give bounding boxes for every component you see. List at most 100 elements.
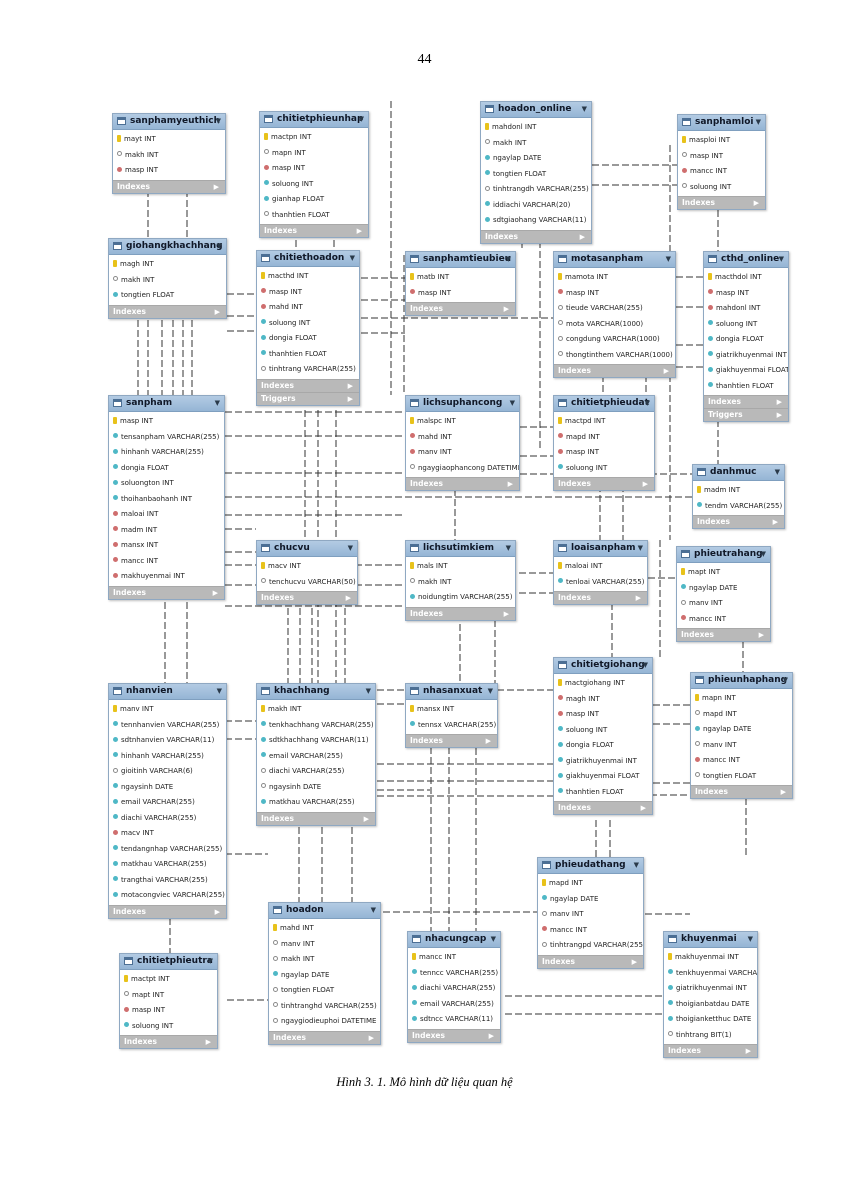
table-header[interactable]: sanphamyeuthich▼ bbox=[113, 114, 225, 130]
section-triggers[interactable]: Triggers▶ bbox=[704, 408, 788, 421]
section-indexes[interactable]: Indexes▶ bbox=[481, 229, 591, 243]
collapse-arrow-icon[interactable]: ▼ bbox=[207, 957, 213, 965]
table-header[interactable]: chucvu▼ bbox=[257, 541, 357, 557]
table-header[interactable]: cthd_online▼ bbox=[704, 252, 788, 268]
table-header[interactable]: chitietgiohang▼ bbox=[554, 658, 652, 674]
table-header[interactable]: sanpham▼ bbox=[109, 396, 224, 412]
section-indexes[interactable]: Indexes▶ bbox=[554, 364, 675, 377]
expand-arrow-icon[interactable]: ▶ bbox=[758, 631, 764, 639]
collapse-arrow-icon[interactable]: ▼ bbox=[505, 544, 511, 552]
collapse-arrow-icon[interactable]: ▼ bbox=[490, 935, 496, 943]
collapse-arrow-icon[interactable]: ▼ bbox=[349, 254, 355, 262]
expand-arrow-icon[interactable]: ▶ bbox=[640, 804, 646, 812]
section-indexes[interactable]: Indexes▶ bbox=[677, 628, 770, 641]
section-indexes[interactable]: Indexes▶ bbox=[406, 734, 497, 747]
expand-arrow-icon[interactable]: ▶ bbox=[745, 1047, 751, 1055]
table-header[interactable]: hoadon_online▼ bbox=[481, 102, 591, 118]
expand-arrow-icon[interactable]: ▶ bbox=[663, 367, 669, 375]
table-header[interactable]: nhanvien▼ bbox=[109, 684, 226, 700]
section-indexes[interactable]: Indexes▶ bbox=[260, 224, 368, 237]
expand-arrow-icon[interactable]: ▶ bbox=[642, 480, 648, 488]
section-indexes[interactable]: Indexes▶ bbox=[554, 477, 654, 490]
section-indexes[interactable]: Indexes▶ bbox=[664, 1044, 757, 1057]
collapse-arrow-icon[interactable]: ▼ bbox=[215, 117, 221, 125]
collapse-arrow-icon[interactable]: ▼ bbox=[358, 115, 364, 123]
section-indexes[interactable]: Indexes▶ bbox=[538, 954, 643, 968]
table-header[interactable]: khachhang▼ bbox=[257, 684, 375, 700]
section-indexes[interactable]: Indexes▶ bbox=[257, 591, 357, 604]
section-indexes[interactable]: Indexes▶ bbox=[554, 801, 652, 814]
collapse-arrow-icon[interactable]: ▼ bbox=[755, 118, 761, 126]
collapse-arrow-icon[interactable]: ▼ bbox=[633, 861, 639, 869]
expand-arrow-icon[interactable]: ▶ bbox=[347, 394, 353, 403]
expand-arrow-icon[interactable]: ▶ bbox=[214, 307, 220, 316]
expand-arrow-icon[interactable]: ▶ bbox=[485, 737, 491, 745]
section-indexes[interactable]: Indexes▶ bbox=[109, 585, 224, 599]
section-indexes[interactable]: Indexes▶ bbox=[109, 904, 226, 918]
table-header[interactable]: chitiethoadon▼ bbox=[257, 251, 359, 267]
expand-arrow-icon[interactable]: ▶ bbox=[776, 411, 782, 419]
expand-arrow-icon[interactable]: ▶ bbox=[503, 609, 509, 618]
collapse-arrow-icon[interactable]: ▼ bbox=[774, 468, 780, 476]
collapse-arrow-icon[interactable]: ▼ bbox=[747, 935, 753, 943]
collapse-arrow-icon[interactable]: ▼ bbox=[782, 676, 788, 684]
table-header[interactable]: phieunhaphang▼ bbox=[691, 673, 792, 689]
collapse-arrow-icon[interactable]: ▼ bbox=[347, 544, 353, 552]
collapse-arrow-icon[interactable]: ▼ bbox=[642, 661, 648, 669]
section-indexes[interactable]: Indexes▶ bbox=[406, 477, 519, 490]
section-indexes[interactable]: Indexes▶ bbox=[113, 179, 225, 193]
table-header[interactable]: motasanpham▼ bbox=[554, 252, 675, 268]
expand-arrow-icon[interactable]: ▶ bbox=[213, 182, 219, 191]
collapse-arrow-icon[interactable]: ▼ bbox=[778, 255, 784, 263]
expand-arrow-icon[interactable]: ▶ bbox=[635, 594, 641, 602]
collapse-arrow-icon[interactable]: ▼ bbox=[644, 399, 650, 407]
expand-arrow-icon[interactable]: ▶ bbox=[776, 398, 782, 406]
table-header[interactable]: chitietphieunhap▼ bbox=[260, 112, 368, 128]
table-header[interactable]: danhmuc▼ bbox=[693, 465, 784, 481]
section-indexes[interactable]: Indexes▶ bbox=[120, 1035, 217, 1048]
collapse-arrow-icon[interactable]: ▼ bbox=[214, 399, 220, 407]
collapse-arrow-icon[interactable]: ▼ bbox=[216, 242, 222, 250]
section-indexes[interactable]: Indexes▶ bbox=[257, 811, 375, 825]
section-indexes[interactable]: Indexes▶ bbox=[691, 785, 792, 798]
collapse-arrow-icon[interactable]: ▼ bbox=[665, 255, 671, 263]
section-indexes[interactable]: Indexes▶ bbox=[408, 1028, 500, 1042]
collapse-arrow-icon[interactable]: ▼ bbox=[505, 255, 511, 263]
expand-arrow-icon[interactable]: ▶ bbox=[507, 480, 513, 488]
expand-arrow-icon[interactable]: ▶ bbox=[579, 232, 585, 241]
collapse-arrow-icon[interactable]: ▼ bbox=[637, 544, 643, 552]
expand-arrow-icon[interactable]: ▶ bbox=[363, 814, 369, 823]
expand-arrow-icon[interactable]: ▶ bbox=[503, 305, 509, 313]
collapse-arrow-icon[interactable]: ▼ bbox=[509, 399, 515, 407]
table-header[interactable]: chitietphieutra▼ bbox=[120, 954, 217, 970]
table-header[interactable]: phieutrahang▼ bbox=[677, 547, 770, 563]
expand-arrow-icon[interactable]: ▶ bbox=[214, 907, 220, 916]
expand-arrow-icon[interactable]: ▶ bbox=[212, 588, 218, 597]
expand-arrow-icon[interactable]: ▶ bbox=[347, 381, 353, 390]
table-header[interactable]: phieudathang▼ bbox=[538, 858, 643, 874]
expand-arrow-icon[interactable]: ▶ bbox=[772, 518, 778, 526]
section-indexes[interactable]: Indexes▶ bbox=[109, 304, 226, 318]
table-header[interactable]: khuyenmai▼ bbox=[664, 932, 757, 948]
